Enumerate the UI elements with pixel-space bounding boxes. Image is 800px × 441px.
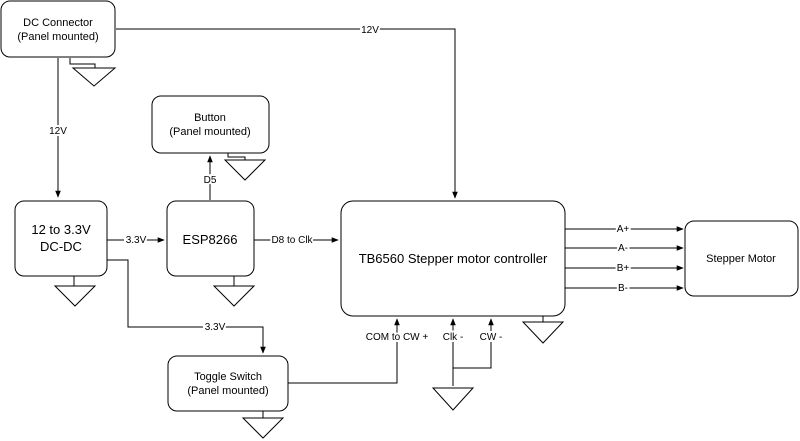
wire-toggle-to-com — [288, 318, 400, 384]
label-cw-minus: CW - — [480, 332, 503, 343]
dcdc-block: 12 to 3.3V DC-DC — [14, 200, 108, 277]
controller-block: TB6560 Stepper motor controller — [340, 200, 566, 317]
dcdc-title: 12 to 3.3V — [31, 222, 91, 237]
wire-3v3-to-toggle — [107, 259, 266, 354]
dc-connector-subtitle: (Panel mounted) — [17, 31, 98, 43]
toggle-switch-block: Toggle Switch (Panel mounted) — [167, 355, 289, 412]
dcdc-subtitle: DC-DC — [40, 239, 82, 254]
label-a-minus: A- — [618, 243, 628, 254]
ground-symbol-button — [223, 159, 267, 181]
button-block: Button (Panel mounted) — [151, 95, 270, 154]
ground-symbol-clk — [431, 387, 475, 411]
label-d8-clk: D8 to Clk — [271, 235, 313, 246]
toggle-switch-subtitle: (Panel mounted) — [187, 385, 268, 397]
wire-12v-to-controller — [116, 28, 458, 199]
label-12v-top: 12V — [361, 25, 379, 36]
label-b-minus: B- — [618, 283, 628, 294]
label-b-plus: B+ — [617, 263, 630, 274]
controller-label: TB6560 Stepper motor controller — [359, 251, 548, 266]
stepper-motor-block: Stepper Motor — [684, 220, 799, 297]
toggle-switch-title: Toggle Switch — [194, 371, 262, 383]
label-clk-minus: Clk - — [443, 332, 464, 343]
ground-symbol-toggle — [241, 417, 285, 439]
dc-connector-title: DC Connector — [23, 17, 93, 29]
wire-gnd-button — [227, 153, 246, 160]
dc-connector-block: DC Connector (Panel mounted) — [0, 0, 116, 58]
ground-symbol-dc-connector — [71, 67, 117, 87]
esp8266-label: ESP8266 — [183, 232, 238, 247]
esp8266-block: ESP8266 — [166, 200, 255, 277]
label-com-cw-plus: COM to CW + — [366, 332, 429, 343]
button-title: Button — [194, 112, 226, 124]
stepper-motor-label: Stepper Motor — [706, 253, 776, 265]
button-subtitle: (Panel mounted) — [169, 126, 250, 138]
label-d5: D5 — [204, 175, 217, 186]
ground-symbol-esp — [212, 285, 256, 307]
label-3v3-esp: 3.3V — [126, 235, 147, 246]
label-12v-side: 12V — [49, 126, 67, 137]
wire-gnd-dc-connector — [69, 58, 96, 68]
label-a-plus: A+ — [617, 224, 630, 235]
wire-cw-minus — [453, 318, 494, 369]
ground-symbol-controller — [521, 321, 565, 344]
ground-symbol-dcdc — [53, 285, 97, 307]
label-3v3-toggle: 3.3V — [205, 322, 226, 333]
